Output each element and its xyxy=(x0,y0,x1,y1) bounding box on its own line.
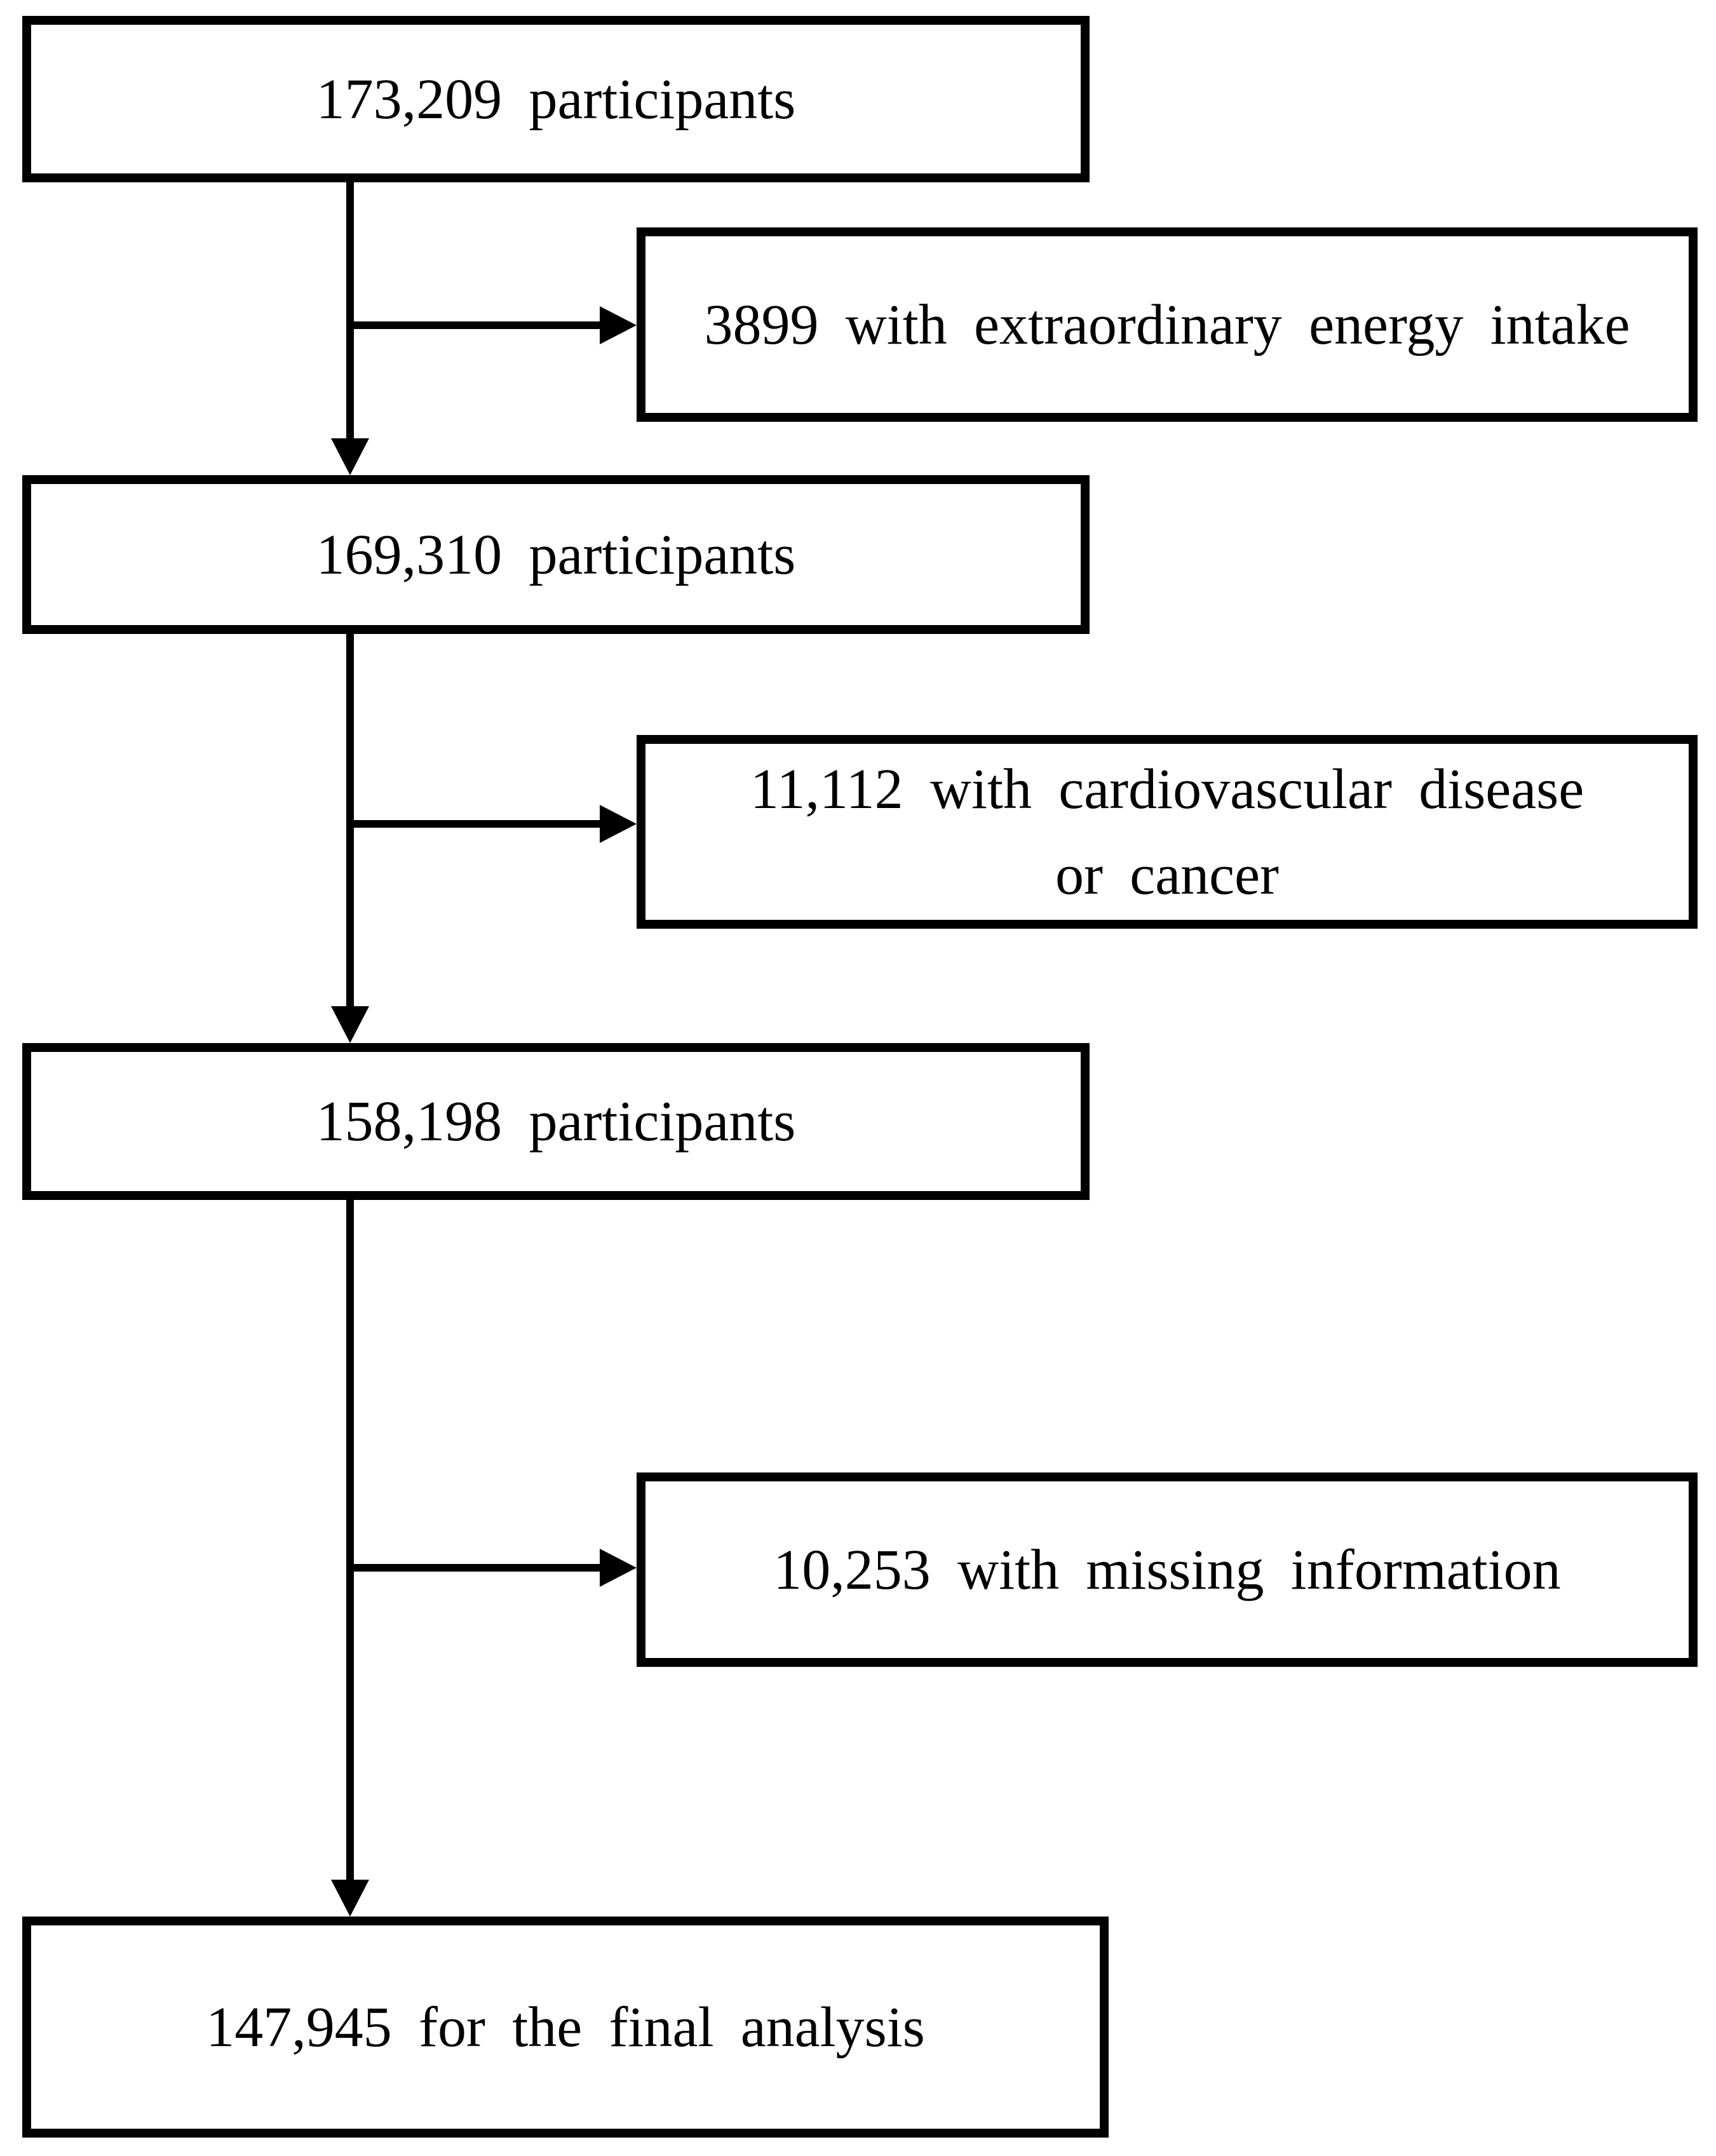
node-excluded-missing-information: 10,253 with missing information xyxy=(637,1472,1698,1667)
right-arrowhead-2 xyxy=(600,805,637,843)
connector-branch-2 xyxy=(346,820,604,828)
node-label: 147,945 for the final analysis xyxy=(206,1995,925,2059)
node-label: 169,310 participants xyxy=(316,523,796,586)
node-initial-participants: 173,209 participants xyxy=(22,16,1090,182)
down-arrowhead-2 xyxy=(331,1006,369,1043)
down-arrowhead-3 xyxy=(331,1880,369,1917)
connector-branch-3 xyxy=(346,1564,604,1572)
node-final-analysis: 147,945 for the final analysis xyxy=(22,1917,1109,2138)
node-label: 158,198 participants xyxy=(316,1090,796,1153)
right-arrowhead-1 xyxy=(600,306,637,344)
connector-down-1 xyxy=(346,174,354,447)
node-label-line2: or cancer xyxy=(1055,843,1280,906)
node-label: 3899 with extraordinary energy intake xyxy=(704,293,1630,356)
node-excluded-cvd-or-cancer: 11,112 with cardiovascular disease or ca… xyxy=(637,735,1698,929)
right-arrowhead-3 xyxy=(600,1549,637,1587)
connector-down-3 xyxy=(346,1192,354,1889)
node-excluded-energy-intake: 3899 with extraordinary energy intake xyxy=(637,227,1698,422)
node-participants-after-energy-exclusion: 169,310 participants xyxy=(22,475,1090,634)
down-arrowhead-1 xyxy=(331,438,369,475)
node-label: 10,253 with missing information xyxy=(773,1538,1561,1601)
node-label: 173,209 participants xyxy=(316,67,796,131)
connector-branch-1 xyxy=(346,321,604,329)
node-participants-after-cvd-cancer-exclusion: 158,198 participants xyxy=(22,1043,1090,1200)
node-label-line1: 11,112 with cardiovascular disease xyxy=(750,757,1584,821)
